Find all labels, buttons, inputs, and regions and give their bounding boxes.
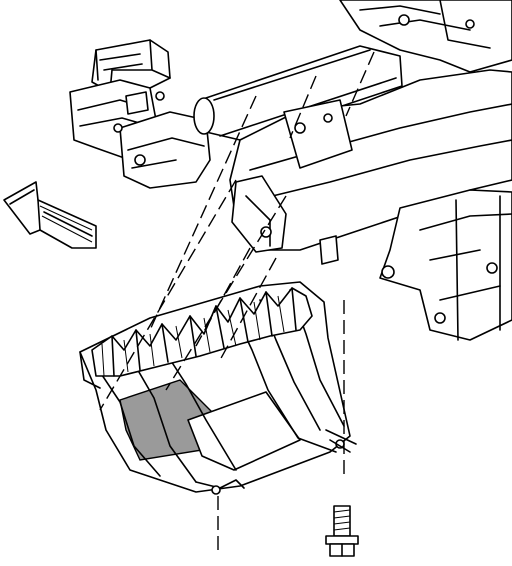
leader-lines: [99, 51, 375, 556]
engine-mount-bracket: [69, 39, 211, 189]
frame-rail-assembly: [229, 0, 512, 341]
skid-shield: [79, 281, 357, 495]
crossmember-tube: [193, 45, 403, 141]
bolt-icon: [325, 505, 359, 557]
arrow-forward-icon: [3, 181, 97, 249]
